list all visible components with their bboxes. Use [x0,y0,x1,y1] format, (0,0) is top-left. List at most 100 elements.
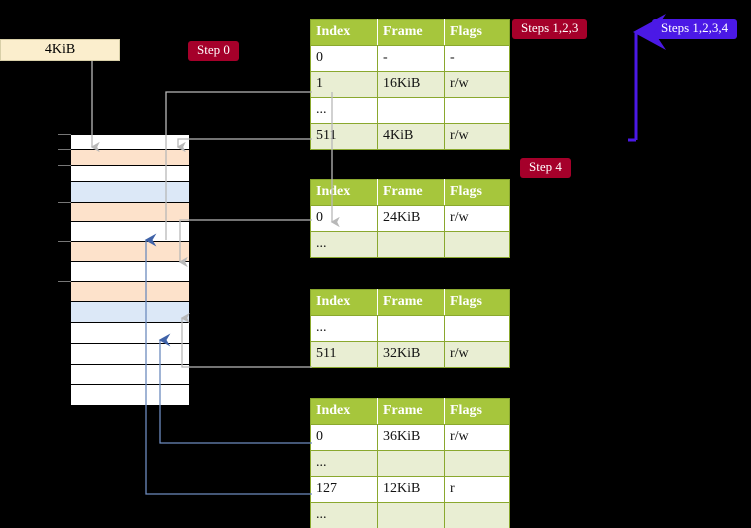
badge-step-4: Step 4 [520,158,571,178]
memory-frame-row [70,181,190,203]
badge-steps-1234-label: Steps 1,2,3,4 [652,19,738,39]
table-header-cell: Flags [444,19,510,46]
memory-frame-row [70,384,190,406]
badge-step-4-label: Step 4 [520,158,571,178]
table-cell: 511 [310,123,378,150]
table-cell: 36KiB [377,424,445,451]
memory-row-tick [58,165,71,166]
table-cell: - [444,45,510,72]
table-cell: ... [310,315,378,342]
memory-row-tick [58,202,71,203]
table-cell: 0 [310,45,378,72]
memory-frame-row [70,134,190,150]
badge-steps-123: Steps 1,2,3 [512,19,588,39]
table-cell: ... [310,450,378,477]
table-cell [444,231,510,258]
table-row: ... [310,97,510,124]
badge-steps-123-label: Steps 1,2,3 [512,19,588,39]
table-row: ... [310,502,510,528]
memory-frame-row [70,202,190,222]
table-cell: ... [310,502,378,528]
memory-frame-row [70,165,190,182]
memory-frame-row [70,261,190,282]
memory-frame-row [70,281,190,302]
memory-row-tick [58,149,71,150]
memory-row-tick [58,281,71,282]
memory-frame-row [70,364,190,385]
table-cell [377,315,445,342]
table-header-cell: Index [310,398,378,425]
table-cell: r [444,476,510,503]
memory-column [70,134,190,406]
memory-frame-row [70,149,190,166]
table-header-cell: Index [310,179,378,206]
table-cell: r/w [444,424,510,451]
table-cell: 1 [310,71,378,98]
table-cell: 0 [310,205,378,232]
memory-row-tick [58,134,71,135]
table-cell: r/w [444,71,510,98]
table-cell [444,450,510,477]
size-box-4kib: 4KiB [0,39,120,61]
table-header-cell: Index [310,19,378,46]
wire-pt-0-to-memory [159,415,312,444]
table-cell [377,97,445,124]
table-cell: 4KiB [377,123,445,150]
table-row: 0-- [310,45,510,72]
size-box-label: 4KiB [44,42,76,57]
badge-steps-1234: Steps 1,2,3,4 [652,19,738,39]
table-cell [377,450,445,477]
table-header-cell: Index [310,289,378,316]
memory-row-tick [58,241,71,242]
table-header-cell: Frame [377,289,445,316]
badge-step-0-label: Step 0 [188,41,239,61]
memory-frame-row [70,301,190,323]
wire-pml4-511-to-memory [176,138,312,153]
table-cell [444,502,510,528]
table-row: ... [310,450,510,477]
table-cell: ... [310,97,378,124]
table-header-cell: Frame [377,398,445,425]
table-cell: 12KiB [377,476,445,503]
table-cell: 16KiB [377,71,445,98]
table-cell: 24KiB [377,205,445,232]
wire-pd-511-to-memory [180,312,312,368]
table-cell [444,315,510,342]
table-cell [377,231,445,258]
table-cell [444,97,510,124]
wire-pt-127-to-memory [145,415,312,495]
table-cell: r/w [444,205,510,232]
table-cell: r/w [444,341,510,368]
table-cell [377,502,445,528]
badge-step-0: Step 0 [188,41,239,61]
table-header-cell: Flags [444,289,510,316]
table-cell: ... [310,231,378,258]
table-header-cell: Frame [377,179,445,206]
table-cell: 511 [310,341,378,368]
table-cell: r/w [444,123,510,150]
table-header-cell: Frame [377,19,445,46]
table-cell: 0 [310,424,378,451]
memory-frame-row [70,322,190,344]
table-row: ... [310,231,510,258]
memory-frame-row [70,241,190,262]
table-header-cell: Flags [444,398,510,425]
table-cell: 32KiB [377,341,445,368]
table-cell: 127 [310,476,378,503]
wire-pdpt-0-to-memory [178,219,312,268]
table-header-cell: Flags [444,179,510,206]
table-cell: - [377,45,445,72]
table-row: ... [310,315,510,342]
memory-frame-row [70,221,190,242]
